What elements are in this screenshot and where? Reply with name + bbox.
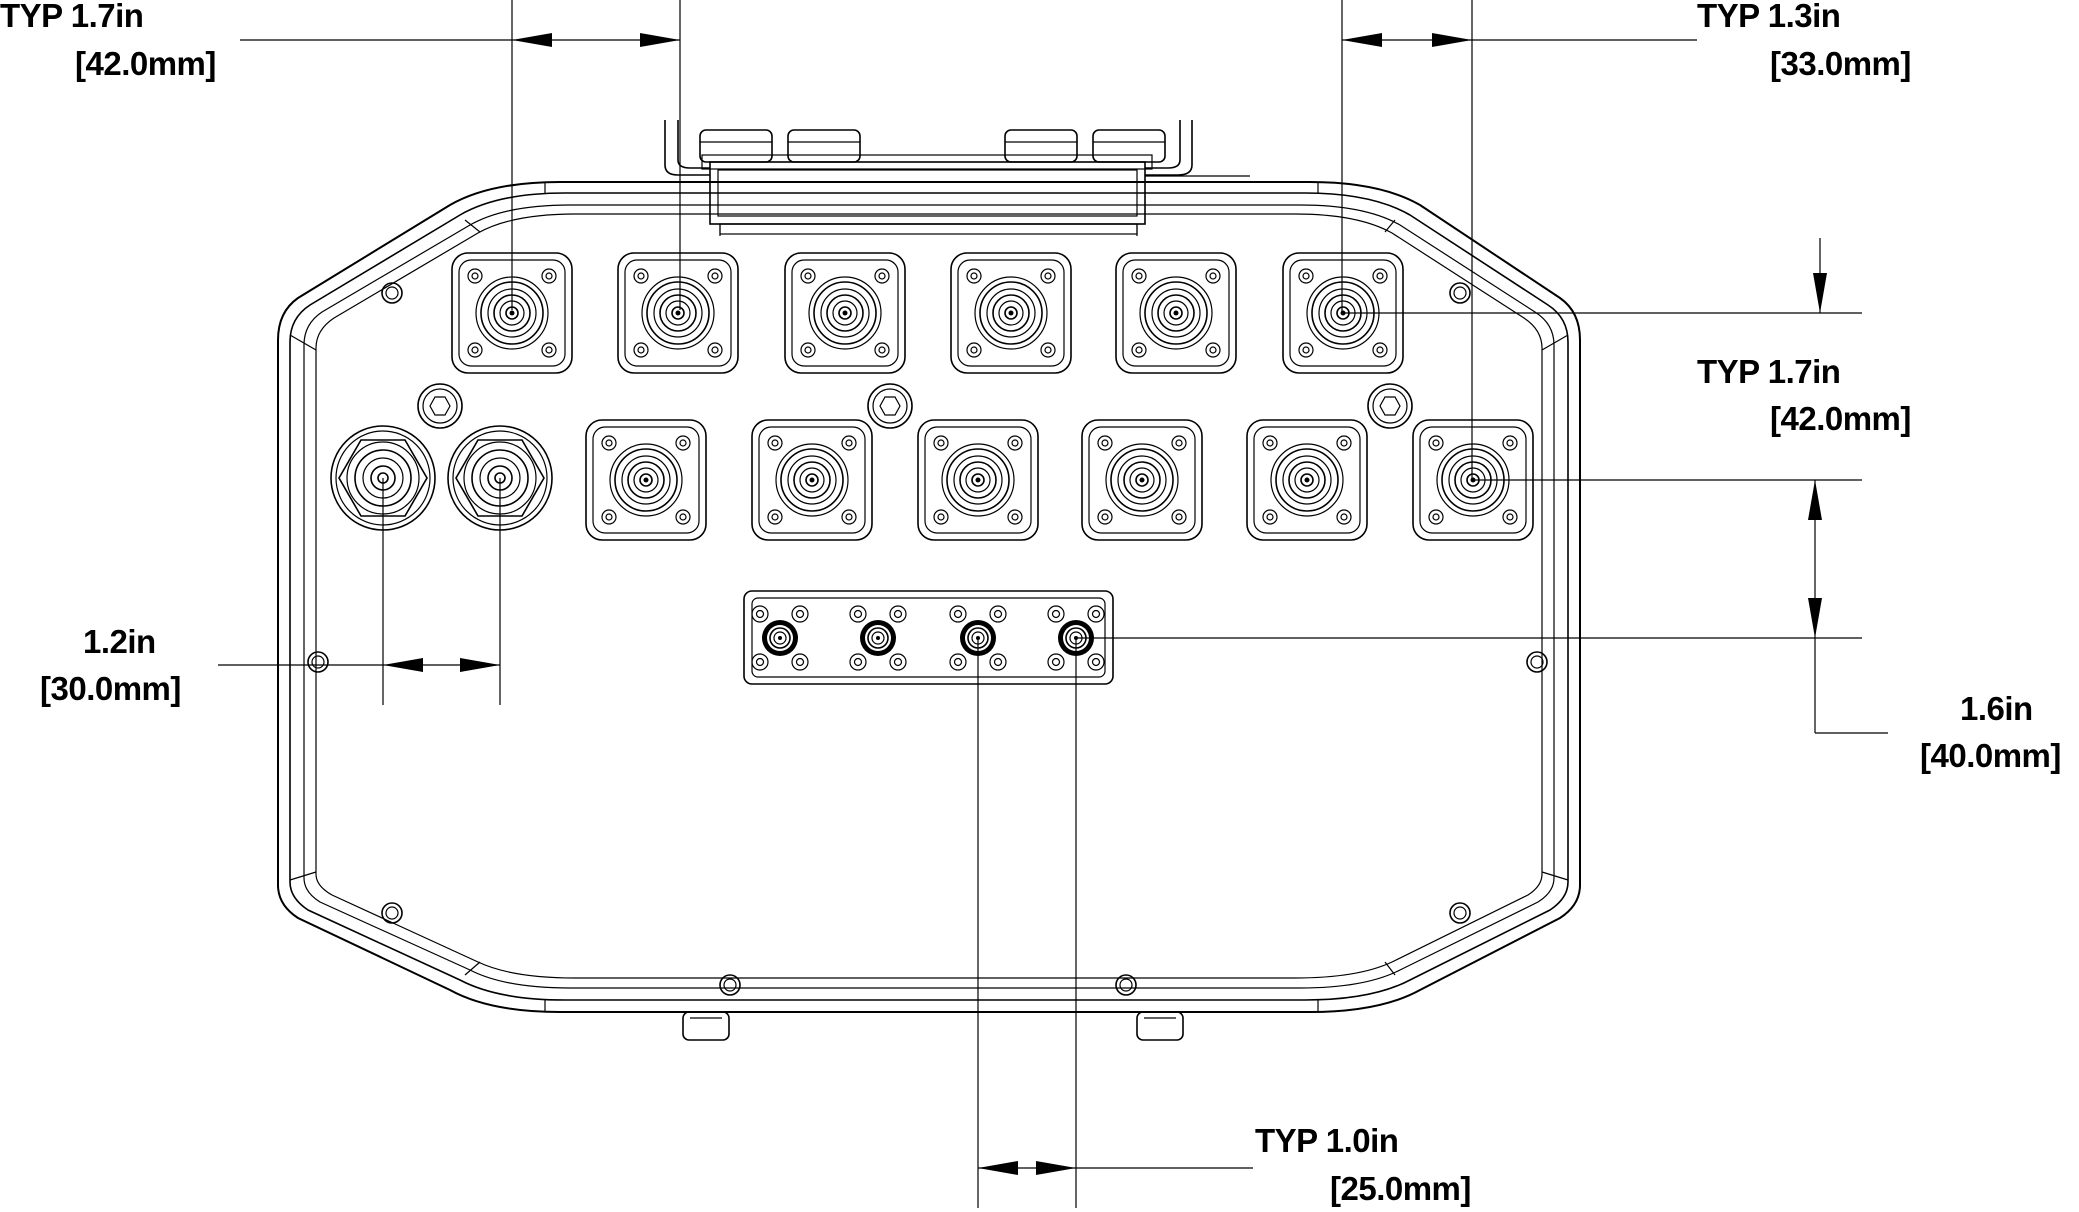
- bottom-feet: [682, 1011, 1184, 1041]
- connector-top-5: [1115, 252, 1237, 374]
- connector-mid-4: [1081, 419, 1203, 541]
- dim-right-lower-metric: [40.0mm]: [1920, 737, 2061, 774]
- connector-top-3: [784, 252, 906, 374]
- connector-mid-5: [1246, 419, 1368, 541]
- top-bracket: [664, 120, 1250, 236]
- dim-right-upper-label: TYP 1.7in: [1697, 353, 1841, 390]
- connector-mid-1: [585, 419, 707, 541]
- dim-right-upper-metric: [42.0mm]: [1770, 400, 1911, 437]
- connector-row-middle: [330, 419, 1534, 541]
- enclosure-outline: [277, 181, 1581, 1013]
- dim-left-label: 1.2in: [83, 623, 156, 660]
- mounting-holes: [307, 282, 1548, 996]
- dim-top-left-metric: [42.0mm]: [75, 45, 216, 82]
- connector-mid-2: [751, 419, 873, 541]
- dim-bottom-metric: [25.0mm]: [1330, 1170, 1471, 1207]
- dimension-lines: [218, 0, 1888, 1208]
- sma-connector-2: [849, 605, 907, 671]
- dim-right-lower-label: 1.6in: [1960, 690, 2033, 727]
- connector-top-4: [950, 252, 1072, 374]
- connector-top-2: [617, 252, 739, 374]
- dim-bottom-label: TYP 1.0in: [1255, 1122, 1399, 1159]
- sma-plate: [743, 590, 1114, 685]
- dim-top-right-label: TYP 1.3in: [1697, 0, 1841, 34]
- sma-connector-1: [751, 605, 809, 671]
- dim-left-metric: [30.0mm]: [40, 670, 181, 707]
- connector-mid-3: [917, 419, 1039, 541]
- dim-top-left-label: TYP 1.7in: [0, 0, 144, 34]
- panel-screws: [417, 383, 1413, 429]
- dim-top-right-metric: [33.0mm]: [1770, 45, 1911, 82]
- connector-row-top: [451, 252, 1404, 374]
